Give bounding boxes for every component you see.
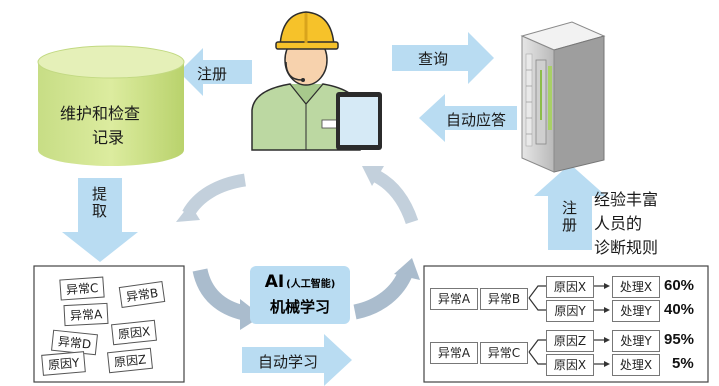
rule1-pct-2: 40%	[664, 301, 695, 318]
expert-line2: 人员的	[594, 214, 643, 233]
ml-title: 机械学习	[269, 298, 330, 316]
worker-figure	[251, 11, 382, 151]
expert-line3: 诊断规则	[594, 238, 659, 257]
database-cylinder	[37, 45, 185, 166]
rule2-cause-x: 原因X	[546, 354, 594, 376]
rule1-anomaly-b: 异常B	[480, 288, 528, 310]
expert-line1: 经验丰富	[594, 190, 659, 209]
curve-arrow-right	[369, 168, 419, 225]
rule2-anomaly-c: 异常C	[480, 342, 528, 364]
server-rack	[520, 21, 606, 173]
rule2-pct-2: 5%	[672, 355, 694, 372]
rule2-anomaly-a: 异常A	[430, 342, 478, 364]
label-query: 查询	[418, 50, 449, 68]
arrow-register-side	[534, 164, 606, 250]
arrow-auto-learn	[242, 334, 352, 386]
curve-arrow-left	[182, 173, 247, 218]
arrow-auto-answer	[419, 94, 517, 142]
label-auto-learn: 自动学习	[258, 353, 319, 371]
curve-arrow-bottom-right	[353, 268, 413, 320]
db-label-line2: 记录	[92, 128, 125, 147]
ai-title: AI	[264, 272, 285, 292]
curve-arrow-bottom-left	[192, 268, 246, 321]
rule2-action-x: 处理X	[612, 354, 660, 376]
ai-box-bg	[250, 266, 350, 324]
rule1-action-x: 处理X	[612, 276, 660, 298]
rule1-anomaly-a: 异常A	[430, 288, 478, 310]
arrow-query	[392, 32, 494, 84]
ai-box: AI(人工智能) 机械学习	[250, 272, 350, 317]
rule2-cause-z: 原因Z	[546, 330, 594, 352]
rule1-pct-1: 60%	[664, 277, 695, 294]
ai-subtitle: (人工智能)	[286, 279, 336, 290]
rule2-pct-1: 95%	[664, 331, 695, 348]
label-extract: 提取	[90, 186, 108, 220]
arrow-extract	[62, 178, 138, 262]
label-auto-answer: 自动应答	[446, 111, 507, 129]
card-anomaly-c: 异常C	[59, 276, 106, 301]
db-label-line1: 维护和检查	[60, 104, 141, 123]
rule1-action-y: 处理Y	[612, 300, 660, 322]
rule2-action-y: 处理Y	[612, 330, 660, 352]
arrow-register-top	[179, 48, 252, 96]
rule1-cause-y: 原因Y	[546, 300, 594, 322]
card-anomaly-a: 异常A	[63, 302, 109, 327]
label-register-top: 注册	[197, 65, 228, 83]
rule1-cause-x: 原因X	[546, 276, 594, 298]
label-register-side: 注册	[560, 200, 578, 234]
card-cause-y: 原因Y	[41, 351, 87, 376]
